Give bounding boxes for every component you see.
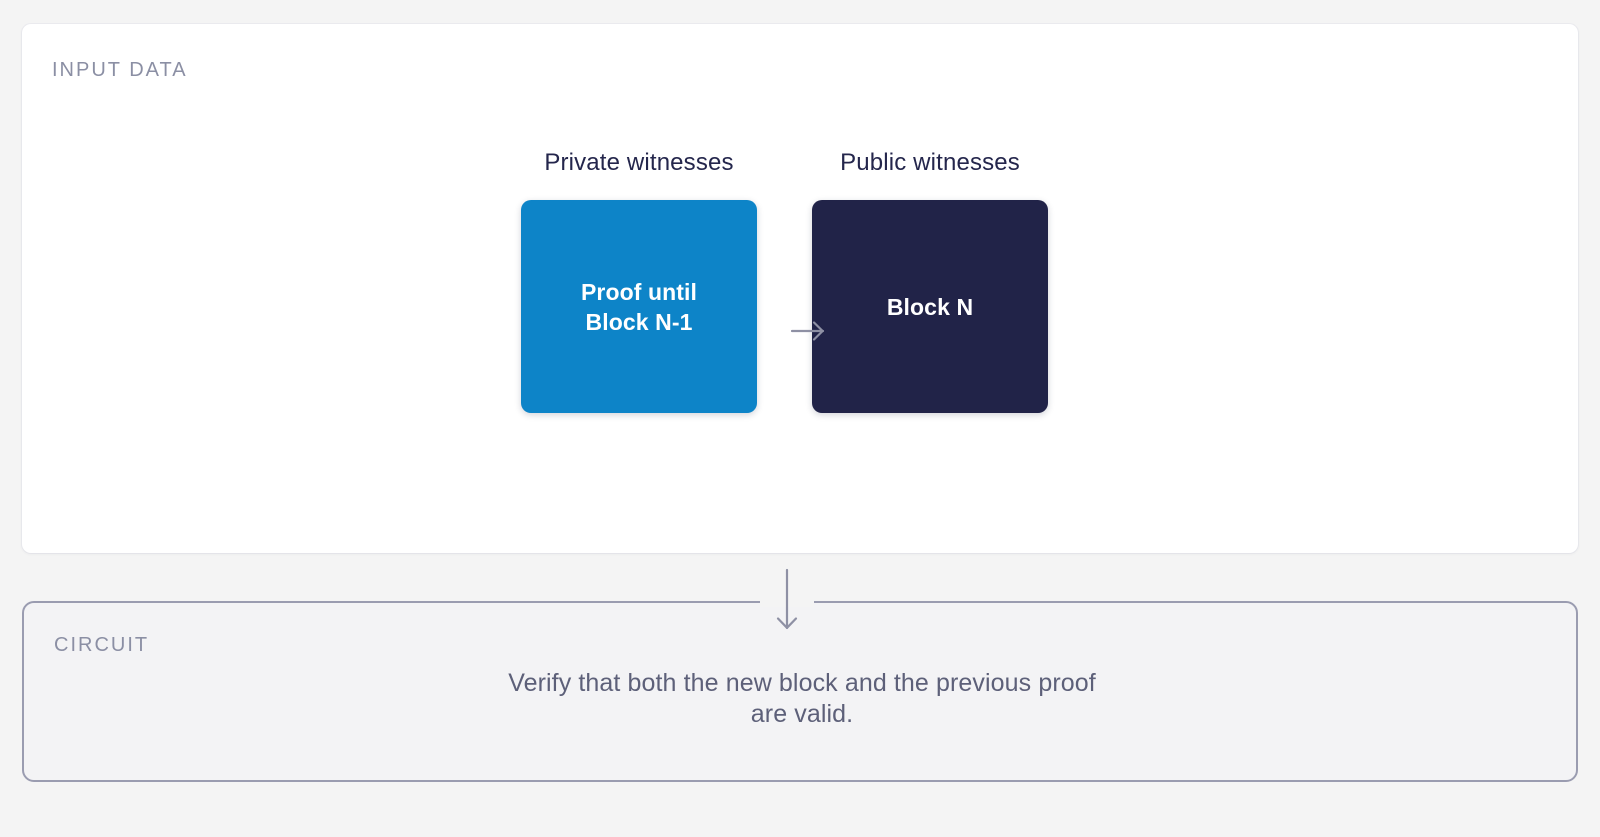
public-witnesses-group: Public witnesses Block N — [812, 148, 1048, 413]
input-data-card: INPUT DATA Private witnesses Proof until… — [22, 24, 1578, 553]
block-n-box-text: Block N — [886, 293, 974, 320]
circuit-description: Verify that both the new block and the p… — [508, 669, 1096, 728]
down-arrow-icon — [762, 566, 812, 638]
private-witnesses-label: Private witnesses — [544, 149, 734, 176]
right-arrow-icon — [779, 302, 835, 360]
witness-boxes-row: Private witnesses Proof until Block N-1 … — [22, 24, 1578, 553]
input-data-section-label: INPUT DATA — [52, 59, 188, 81]
private-witnesses-group: Private witnesses Proof until Block N-1 — [521, 148, 757, 413]
public-witnesses-label: Public witnesses — [840, 149, 1020, 176]
circuit-section-label: CIRCUIT — [54, 634, 150, 656]
proof-until-block-box-text: Proof until Block N-1 — [580, 278, 698, 335]
proof-until-block-box[interactable]: Proof until Block N-1 — [521, 200, 757, 413]
circuit-description-wrapper: Verify that both the new block and the p… — [24, 668, 1580, 730]
block-n-box[interactable]: Block N — [812, 200, 1048, 413]
